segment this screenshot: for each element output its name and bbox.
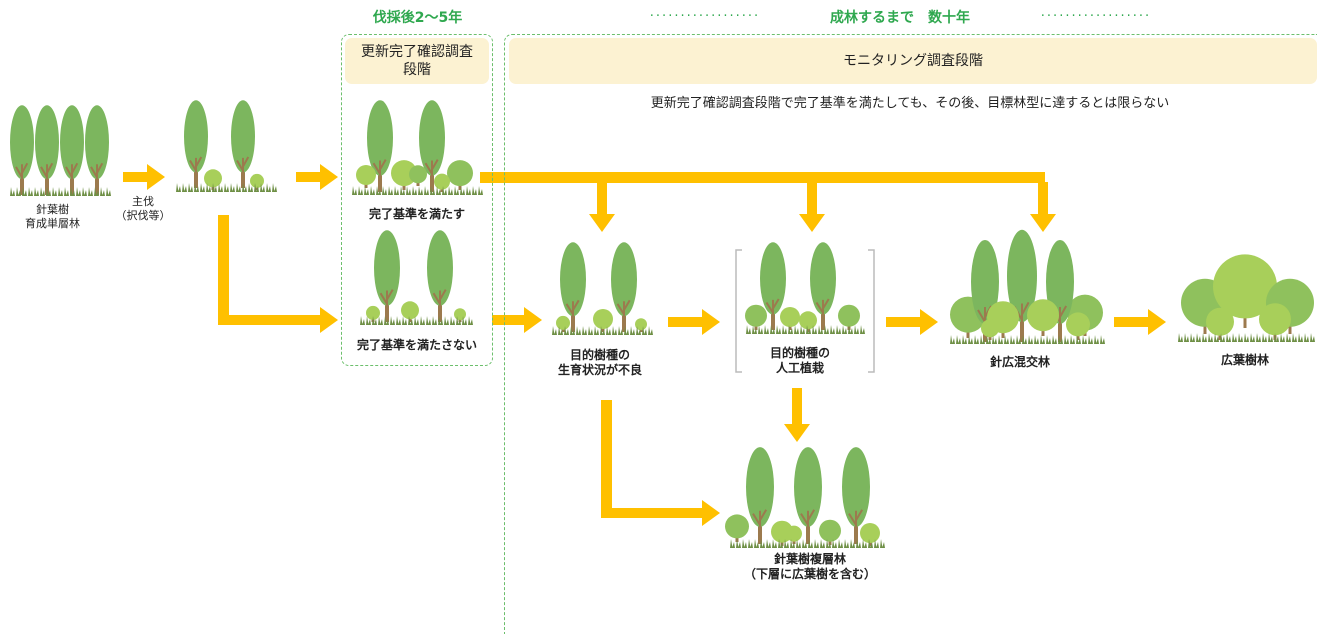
poor-growth-label: 目的樹種の 生育状況が不良 — [557, 348, 642, 377]
conifer-tree-icon — [35, 105, 59, 195]
broadleaf-tree-icon — [250, 173, 264, 190]
diagram: 伐採後2～5年 ·················· 成林するまで 数十年 ··… — [10, 9, 1317, 634]
conifer-tree-icon — [427, 230, 453, 322]
conifer-multi-label: 針葉樹複層林 （下層に広葉樹を含む） — [743, 552, 876, 581]
broadleaf-forest-label: 広葉樹林 — [1220, 353, 1269, 367]
conifer-tree-icon — [810, 242, 836, 330]
arrow-icon — [1114, 309, 1166, 335]
conifer-tree-icon — [367, 100, 393, 192]
broadleaf-tree-icon — [409, 165, 427, 186]
broadleaf-tree-icon — [780, 307, 800, 330]
broadleaf-tree-icon — [1213, 254, 1277, 328]
grass-icon — [730, 539, 885, 548]
connector-line — [601, 400, 612, 518]
broadleaf-tree-icon — [1259, 303, 1291, 340]
arrow-icon — [589, 182, 615, 232]
planting-label: 目的樹種の 人工植栽 — [769, 346, 830, 375]
bracket-left — [735, 249, 742, 373]
broadleaf-tree-icon — [725, 514, 749, 542]
arrow-icon — [492, 307, 542, 333]
broadleaf-tree-icon — [1027, 299, 1059, 336]
broadleaf-tree-icon — [401, 301, 419, 322]
broadleaf-tree-icon — [1066, 312, 1090, 340]
caveat-note: 更新完了確認調査段階で完了基準を満たしても、その後、目標林型に達するとは限らない — [650, 96, 1170, 111]
broadleaf-tree-icon — [593, 309, 613, 332]
monitoring-phase-title: モニタリング調査段階 — [509, 38, 1317, 84]
grass-icon — [360, 316, 473, 325]
meets-standard-label: 完了基準を満たす — [368, 207, 465, 221]
dotted-leader-left: ·················· — [649, 9, 761, 24]
grass-icon — [746, 325, 865, 334]
arrow-icon — [886, 309, 938, 335]
grass-icon — [552, 326, 653, 335]
connector-line — [480, 172, 1045, 183]
diagram-art — [10, 100, 1315, 548]
confirmation-phase-box — [341, 34, 493, 366]
mixed-forest-label: 針広混交林 — [989, 355, 1050, 369]
connector-line — [218, 215, 229, 325]
arrow-icon — [601, 500, 720, 526]
grass-icon — [176, 183, 277, 192]
arrow-icon — [218, 307, 338, 333]
conifer-tree-icon — [746, 447, 774, 544]
period-short-label: 伐採後2～5年 — [372, 10, 463, 26]
broadleaf-tree-icon — [860, 523, 880, 546]
broadleaf-tree-icon — [356, 165, 376, 188]
conifer-tree-icon — [85, 105, 109, 195]
conifer-tree-icon — [60, 105, 84, 195]
broadleaf-tree-icon — [799, 311, 817, 332]
conifer-tree-icon — [1007, 229, 1037, 342]
broadleaf-tree-icon — [447, 160, 473, 190]
conifer-tree-icon — [231, 100, 255, 188]
broadleaf-tree-icon — [1206, 307, 1234, 340]
broadleaf-tree-icon — [391, 160, 417, 190]
broadleaf-tree-icon — [434, 173, 450, 192]
bracket-right — [868, 249, 875, 373]
grass-icon — [10, 187, 111, 196]
conifer-tree-icon — [419, 100, 445, 192]
not-meets-standard-label: 完了基準を満たさない — [356, 338, 477, 352]
broadleaf-tree-icon — [786, 525, 802, 544]
conifer-tree-icon — [794, 447, 822, 544]
conifer-tree-icon — [184, 100, 208, 188]
conifer-tree-icon — [842, 447, 870, 544]
broadleaf-tree-icon — [819, 519, 841, 545]
arrow-icon — [784, 388, 810, 442]
broadleaf-tree-icon — [635, 318, 647, 332]
conifer-single-label: 針葉樹 育成単層林 — [25, 203, 80, 230]
arrow-icon — [296, 164, 338, 190]
broadleaf-tree-icon — [981, 319, 999, 340]
arrow-icon — [668, 309, 720, 335]
grass-icon — [1178, 333, 1315, 342]
conifer-tree-icon — [760, 242, 786, 330]
grass-icon — [352, 186, 483, 195]
arrow-icon — [1030, 182, 1056, 232]
dotted-leader-right: ·················· — [1040, 9, 1152, 24]
conifer-tree-icon — [374, 230, 400, 322]
arrow-icon — [123, 164, 165, 190]
broadleaf-tree-icon — [556, 315, 570, 332]
conifer-tree-icon — [611, 242, 637, 332]
monitoring-phase-box — [504, 34, 1317, 634]
grass-icon — [950, 335, 1105, 344]
confirmation-phase-title: 更新完了確認調査 段階 — [345, 38, 489, 84]
main-cut-label: 主伐 （択伐等） — [115, 195, 171, 222]
arrow-icon — [799, 182, 825, 232]
conifer-tree-icon — [560, 242, 586, 332]
conifer-tree-icon — [10, 105, 34, 195]
broadleaf-tree-icon — [745, 304, 767, 330]
period-long-label: 成林するまで 数十年 — [830, 10, 970, 26]
